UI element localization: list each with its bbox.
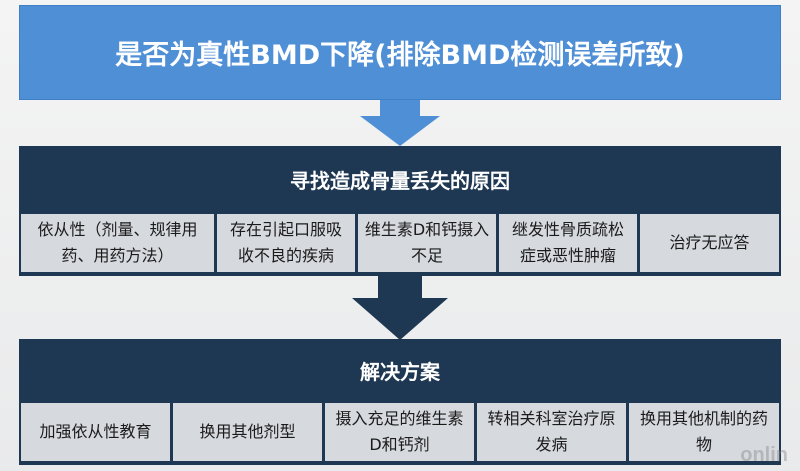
cause-item: 维生素D和钙摄入不足 — [358, 214, 496, 272]
solutions-header: 解决方案 — [19, 339, 781, 401]
watermark-logo: onlin — [740, 444, 788, 466]
cause-item: 治疗无应答 — [640, 214, 779, 272]
solution-item: 摄入充足的维生素D和钙剂 — [325, 403, 474, 461]
causes-header-text: 寻找造成骨量丢失的原因 — [290, 168, 510, 193]
causes-header: 寻找造成骨量丢失的原因 — [19, 146, 781, 212]
solution-item: 换用其他剂型 — [173, 403, 322, 461]
solutions-header-text: 解决方案 — [360, 359, 440, 384]
cause-item: 依从性（剂量、规律用药、用药方法） — [21, 214, 214, 272]
solution-item: 换用其他机制的药物 — [629, 403, 779, 461]
down-arrow-icon — [360, 100, 440, 146]
cause-item: 继发性骨质疏松症或恶性肿瘤 — [499, 214, 637, 272]
down-arrow-icon — [352, 276, 448, 340]
question-box: 是否为真性BMD下降(排除BMD检测误差所致) — [19, 5, 781, 100]
cause-item: 存在引起口服吸收不良的疾病 — [217, 214, 355, 272]
solution-item: 转相关科室治疗原发病 — [477, 403, 626, 461]
question-text: 是否为真性BMD下降(排除BMD检测误差所致) — [115, 40, 685, 71]
solution-item: 加强依从性教育 — [21, 403, 170, 461]
